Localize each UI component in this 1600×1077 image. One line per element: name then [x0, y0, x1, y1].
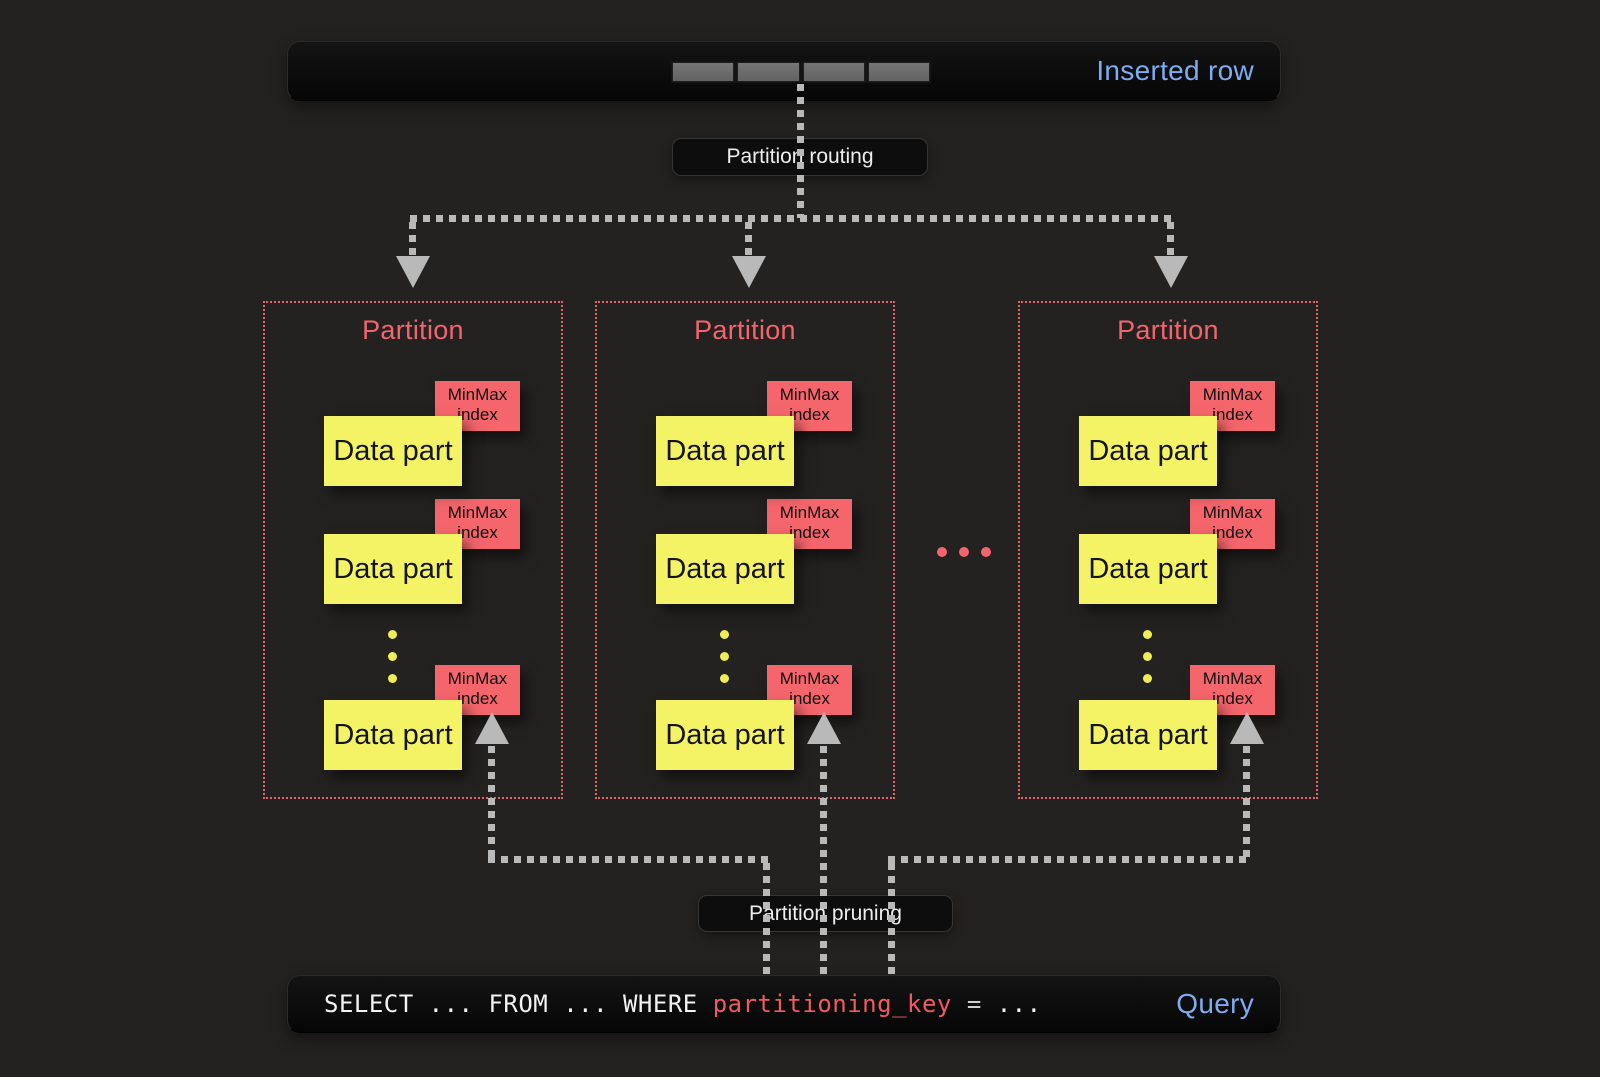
up-arrowhead-icon — [475, 712, 509, 744]
pruning-line-p3-horizontal — [888, 856, 1250, 863]
routing-drop-2 — [745, 222, 752, 258]
partition-title: Partition — [1117, 315, 1219, 345]
routing-line-top — [797, 84, 804, 218]
more-partitions-ellipsis — [937, 547, 991, 557]
pruning-line-p1-vertical — [488, 746, 495, 860]
data-part-box: Data part — [1079, 534, 1217, 604]
query-label: Query — [1176, 988, 1254, 1019]
partition-box-2: Partition MinMax index Data part MinMax … — [595, 301, 895, 799]
more-parts-ellipsis — [720, 630, 729, 683]
partition-box-1: Partition MinMax index Data part MinMax … — [263, 301, 563, 799]
partition-title: Partition — [362, 315, 464, 345]
up-arrowhead-icon — [1230, 712, 1264, 744]
data-part-box: Data part — [1079, 700, 1217, 770]
data-part-box: Data part — [324, 700, 462, 770]
pruning-line-p2-vertical — [820, 746, 827, 975]
minmax-index-tag: MinMax index — [767, 381, 852, 431]
down-arrowhead-icon — [732, 256, 766, 288]
routing-line-horizontal — [410, 215, 1175, 222]
row-segment — [867, 62, 930, 82]
data-part-box: Data part — [656, 700, 794, 770]
data-part-box: Data part — [656, 416, 794, 486]
down-arrowhead-icon — [396, 256, 430, 288]
row-segment — [802, 62, 865, 82]
more-parts-ellipsis — [1143, 630, 1152, 683]
inserted-row-label: Inserted row — [1096, 55, 1254, 86]
more-parts-ellipsis — [388, 630, 397, 683]
sql-query-text: SELECT ... FROM ... WHERE partitioning_k… — [324, 976, 1042, 1032]
sql-select-from-where: SELECT ... FROM ... WHERE — [324, 990, 713, 1018]
data-part-box: Data part — [1079, 416, 1217, 486]
sql-partitioning-key: partitioning_key — [712, 990, 952, 1018]
routing-drop-3 — [1167, 222, 1174, 258]
row-segment — [737, 62, 800, 82]
partition-box-3: Partition MinMax index Data part MinMax … — [1018, 301, 1318, 799]
down-arrowhead-icon — [1154, 256, 1188, 288]
data-part-box: Data part — [324, 416, 462, 486]
up-arrowhead-icon — [807, 712, 841, 744]
data-part-box: Data part — [324, 534, 462, 604]
sql-equals: = — [951, 990, 997, 1018]
pruning-line-p3-drop — [888, 863, 895, 975]
pruning-line-p1-drop — [763, 863, 770, 975]
pruning-line-p3-vertical — [1243, 746, 1250, 860]
data-part-box: Data part — [656, 534, 794, 604]
partition-title: Partition — [694, 315, 796, 345]
query-bar: SELECT ... FROM ... WHERE partitioning_k… — [287, 975, 1281, 1033]
inserted-row-segments — [671, 61, 931, 83]
minmax-index-tag: MinMax index — [435, 665, 520, 715]
routing-drop-1 — [409, 222, 416, 258]
pruning-line-p1-horizontal — [488, 856, 771, 863]
row-segment — [672, 62, 735, 82]
minmax-index-tag: MinMax index — [767, 665, 852, 715]
sql-ellipsis: ... — [996, 990, 1042, 1018]
inserted-row-bar: Inserted row — [287, 41, 1281, 101]
